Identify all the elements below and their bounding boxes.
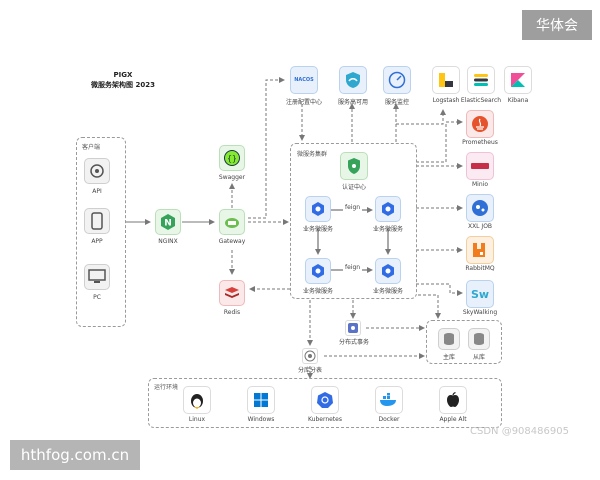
windows-label: Windows — [247, 416, 275, 423]
redis-label: Redis — [223, 309, 241, 316]
runtime-group: 运行环境 — [148, 378, 502, 428]
client-group: 客户端 — [76, 137, 126, 327]
xxljob-label: XXL JOB — [467, 223, 493, 230]
kubernetes-label: Kubernetes — [308, 416, 342, 423]
gateway-label: Gateway — [218, 238, 246, 245]
nacos-icon: NACOS — [290, 66, 318, 94]
diagram-title: PIGX 微服务架构图 2023 — [78, 70, 168, 90]
microservice-cluster: 微服务集群 — [290, 143, 417, 299]
nacos-logo-text: NACOS — [294, 77, 314, 83]
slave-db-label: 从库 — [472, 354, 485, 361]
docker-label: Docker — [378, 416, 400, 423]
biz-service-2-icon — [375, 196, 401, 222]
xxljob-icon — [466, 194, 494, 222]
service-availability-label: 服务高可用 — [337, 99, 368, 106]
master-db-label: 主库 — [442, 354, 455, 361]
sharding-icon — [302, 348, 318, 364]
elasticsearch-label: ElasticSearch — [460, 97, 502, 104]
logstash-icon — [432, 66, 460, 94]
slave-db-icon — [468, 328, 490, 350]
master-db-icon — [438, 328, 460, 350]
kibana-label: Kibana — [507, 97, 529, 104]
watermark-top-right: 华体会 — [522, 10, 592, 40]
biz-service-3-icon — [305, 258, 331, 284]
auth-center-label: 认证中心 — [341, 184, 366, 191]
nginx-label: NGINX — [158, 238, 178, 245]
monitor-gauge-icon — [383, 66, 411, 94]
gateway-icon — [219, 209, 245, 235]
rabbitmq-icon — [466, 236, 494, 264]
title-line1: PIGX — [113, 71, 133, 79]
docker-icon — [375, 386, 403, 414]
database-group — [426, 320, 502, 364]
title-line2: 微服务架构图 2023 — [91, 81, 155, 89]
linux-icon — [183, 386, 211, 414]
service-availability-icon — [339, 66, 367, 94]
swagger-label: Swagger — [218, 174, 246, 181]
svg-text:{}: {} — [227, 154, 237, 163]
feign-label-top: feign — [343, 204, 363, 211]
minio-icon — [466, 152, 494, 180]
logstash-label: Logstash — [432, 97, 460, 104]
biz-service-3-label: 业务微服务 — [302, 288, 333, 295]
runtime-group-label: 运行环境 — [154, 384, 179, 391]
client-group-label: 客户端 — [82, 144, 101, 151]
elasticsearch-icon — [467, 66, 495, 94]
biz-service-1-icon — [305, 196, 331, 222]
distributed-tx-icon — [345, 320, 361, 336]
watermark-bottom-left: hthfog.com.cn — [10, 440, 140, 470]
client-label-api: API — [92, 188, 102, 195]
biz-service-1-label: 业务微服务 — [302, 226, 333, 233]
minio-label: Minio — [472, 181, 488, 188]
client-label-pc: PC — [93, 294, 101, 301]
auth-center-icon — [340, 152, 368, 180]
apple-icon — [439, 386, 467, 414]
skywalking-icon: Sw — [466, 280, 494, 308]
api-icon — [84, 158, 110, 184]
csdn-watermark: CSDN @908486905 — [470, 426, 569, 437]
distributed-tx-label: 分布式事务 — [338, 339, 369, 346]
prometheus-label: Prometheus — [462, 139, 498, 146]
sharding-label: 分库分表 — [297, 367, 322, 374]
biz-service-4-icon — [375, 258, 401, 284]
microservice-cluster-label: 微服务集群 — [297, 151, 328, 158]
kubernetes-icon — [311, 386, 339, 414]
kibana-icon — [504, 66, 532, 94]
svg-text:N: N — [164, 219, 172, 229]
rabbitmq-label: RabbitMQ — [465, 265, 495, 272]
linux-label: Linux — [188, 416, 206, 423]
phone-icon — [84, 208, 110, 234]
biz-service-2-label: 业务微服务 — [372, 226, 403, 233]
service-monitor-label: 服务监控 — [384, 99, 409, 106]
feign-label-bottom: feign — [343, 264, 363, 271]
skywalking-logo-text: Sw — [470, 287, 490, 301]
skywalking-label: SkyWalking — [462, 309, 498, 316]
monitor-icon — [84, 264, 110, 290]
biz-service-4-label: 业务微服务 — [372, 288, 403, 295]
swagger-icon: {} — [219, 145, 245, 171]
apple-label: Apple Alt — [439, 416, 467, 423]
nginx-icon: N — [155, 209, 181, 235]
client-label-app: APP — [91, 238, 103, 245]
redis-icon — [219, 280, 245, 306]
windows-icon — [247, 386, 275, 414]
registry-label: 注册配置中心 — [285, 99, 322, 106]
prometheus-icon — [466, 110, 494, 138]
